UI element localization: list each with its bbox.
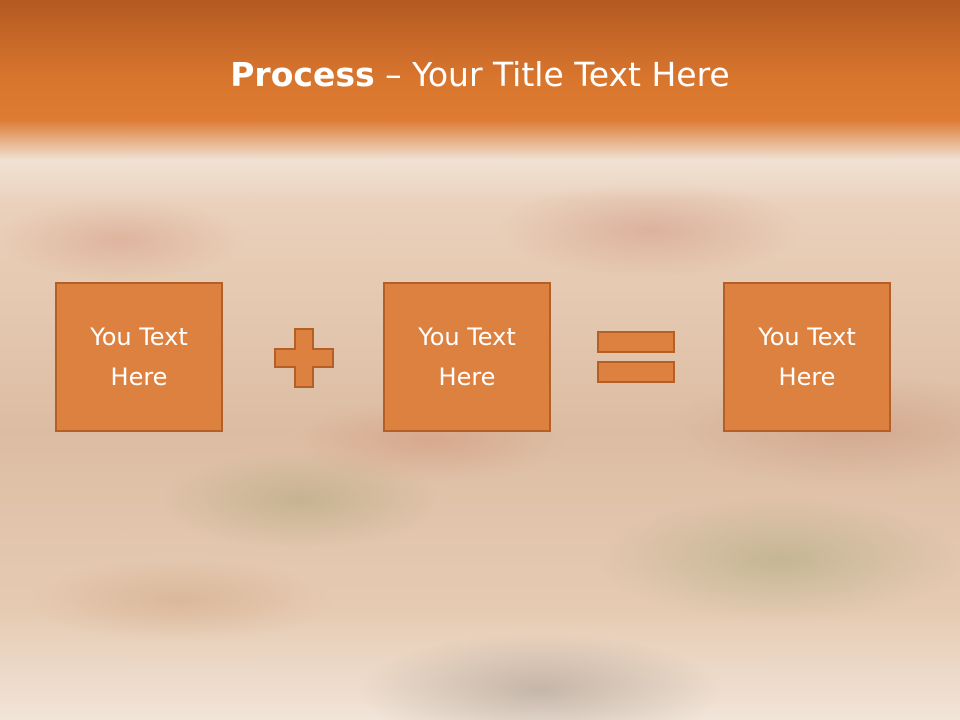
title-banner [0,0,960,200]
slide-title: Process – Your Title Text Here [0,52,960,98]
process-box-1[interactable]: You Text Here [55,282,223,432]
process-box-2-text: You Text Here [418,323,516,391]
plus-icon [274,328,334,388]
process-box-3-text: You Text Here [758,323,856,391]
slide-title-rest: – Your Title Text Here [374,55,730,94]
equals-icon [597,331,675,383]
process-box-1-text: You Text Here [90,323,188,391]
process-box-2[interactable]: You Text Here [383,282,551,432]
process-box-3[interactable]: You Text Here [723,282,891,432]
slide-title-bold: Process [230,55,375,94]
